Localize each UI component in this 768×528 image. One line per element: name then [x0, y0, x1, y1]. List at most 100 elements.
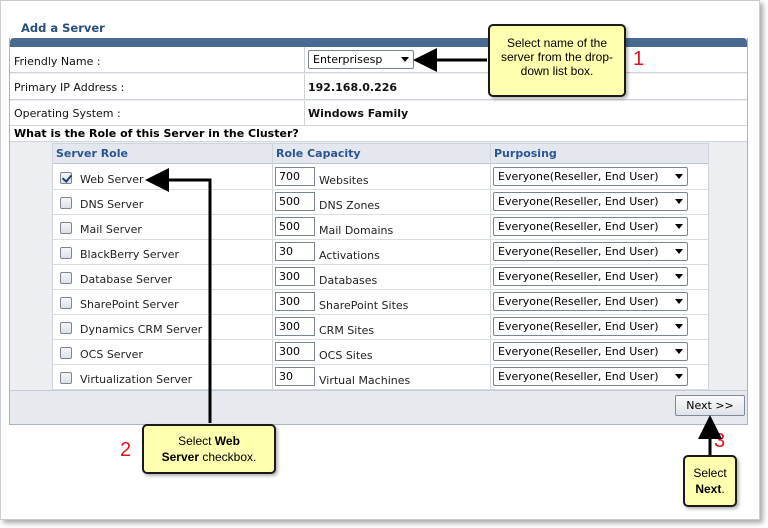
purposing-cell: Everyone(Reseller, End User)	[491, 215, 708, 240]
capacity-input[interactable]	[275, 292, 315, 311]
role-checkbox[interactable]	[60, 372, 72, 384]
role-cell: OCS Server	[53, 340, 272, 365]
arrow-to-web-server-checkbox	[145, 168, 212, 423]
row-divider	[304, 47, 305, 72]
chevron-down-icon	[675, 199, 683, 204]
capacity-input[interactable]	[275, 317, 315, 336]
friendly-name-value: Enterprisesp	[313, 53, 383, 66]
primary-ip-value: 192.168.0.226	[308, 81, 398, 94]
header-role-capacity: Role Capacity	[273, 144, 491, 164]
purposing-value: Everyone(Reseller, End User)	[498, 345, 659, 358]
row-divider	[304, 74, 305, 99]
chevron-down-icon	[675, 349, 683, 354]
purposing-dropdown[interactable]: Everyone(Reseller, End User)	[493, 267, 688, 286]
role-name: Dynamics CRM Server	[80, 323, 203, 336]
step-number-3: 3	[714, 430, 726, 452]
role-name: Virtualization Server	[80, 373, 193, 386]
capacity-cell: Activations	[273, 240, 490, 265]
purposing-cell: Everyone(Reseller, End User)	[491, 290, 708, 315]
callout-3-text-bold: Next	[695, 482, 722, 496]
purposing-dropdown[interactable]: Everyone(Reseller, End User)	[493, 242, 688, 261]
callout-2-text-pre: Select	[178, 434, 215, 448]
role-cell: SharePoint Server	[53, 290, 272, 315]
purposing-value: Everyone(Reseller, End User)	[498, 195, 659, 208]
header-server-role: Server Role	[53, 144, 273, 164]
capacity-input[interactable]	[275, 167, 315, 186]
role-cell: Dynamics CRM Server	[53, 315, 272, 340]
capacity-input[interactable]	[275, 367, 315, 386]
table-row: Mail ServerMail Domains Everyone(Reseller…	[53, 215, 708, 240]
capacity-input[interactable]	[275, 342, 315, 361]
capacity-unit: Virtual Machines	[319, 374, 411, 387]
role-name: Web Server	[80, 173, 144, 186]
capacity-cell: CRM Sites	[273, 315, 490, 340]
purposing-value: Everyone(Reseller, End User)	[498, 370, 659, 383]
friendly-name-label: Friendly Name :	[14, 55, 101, 68]
capacity-input[interactable]	[275, 192, 315, 211]
purposing-dropdown[interactable]: Everyone(Reseller, End User)	[493, 217, 688, 236]
purposing-dropdown[interactable]: Everyone(Reseller, End User)	[493, 317, 688, 336]
purposing-value: Everyone(Reseller, End User)	[498, 245, 659, 258]
table-row: Web ServerWebsitesEveryone(Reseller, End…	[53, 165, 708, 190]
step-number-2: 2	[120, 439, 132, 461]
capacity-cell: Databases	[273, 265, 490, 290]
capacity-input[interactable]	[275, 217, 315, 236]
role-checkbox[interactable]	[60, 172, 72, 184]
role-checkbox[interactable]	[60, 247, 72, 259]
purposing-dropdown[interactable]: Everyone(Reseller, End User)	[493, 192, 688, 211]
operating-system-value: Windows Family	[308, 107, 409, 120]
role-checkbox[interactable]	[60, 347, 72, 359]
capacity-input[interactable]	[275, 267, 315, 286]
chevron-down-icon	[675, 174, 683, 179]
chevron-down-icon	[675, 324, 683, 329]
chevron-down-icon	[675, 249, 683, 254]
purposing-value: Everyone(Reseller, End User)	[498, 170, 659, 183]
capacity-cell: Mail Domains	[273, 215, 490, 240]
table-row: Dynamics CRM Server CRM Sites Everyone(Res…	[53, 315, 708, 340]
next-button[interactable]: Next >>	[675, 395, 745, 416]
capacity-unit: DNS Zones	[319, 199, 380, 212]
role-checkbox[interactable]	[60, 297, 72, 309]
role-cell: Mail Server	[53, 215, 272, 240]
capacity-cell: OCS Sites	[273, 340, 490, 365]
table-row: OCS ServerOCS Sites Everyone(Reseller, En…	[53, 340, 708, 365]
capacity-unit: Activations	[319, 249, 380, 262]
chevron-down-icon	[675, 274, 683, 279]
role-checkbox[interactable]	[60, 272, 72, 284]
callout-3-text-pre: Select	[693, 466, 727, 480]
header-purposing: Purposing	[491, 144, 708, 164]
chevron-down-icon	[675, 299, 683, 304]
operating-system-label: Operating System :	[14, 107, 121, 120]
purposing-value: Everyone(Reseller, End User)	[498, 270, 659, 283]
capacity-input[interactable]	[275, 242, 315, 261]
friendly-name-dropdown[interactable]: Enterprisesp	[308, 50, 414, 69]
purposing-cell: Everyone(Reseller, End User)	[491, 340, 708, 365]
role-checkbox[interactable]	[60, 197, 72, 209]
purposing-dropdown[interactable]: Everyone(Reseller, End User)	[493, 342, 688, 361]
role-cell: Virtualization Server	[53, 365, 272, 390]
role-name: SharePoint Server	[80, 298, 179, 311]
purposing-dropdown[interactable]: Everyone(Reseller, End User)	[493, 367, 688, 386]
capacity-unit: SharePoint Sites	[319, 299, 409, 312]
purposing-dropdown[interactable]: Everyone(Reseller, End User)	[493, 292, 688, 311]
step-number-1: 1	[633, 48, 645, 70]
primary-ip-label: Primary IP Address :	[14, 81, 125, 94]
role-cell: Database Server	[53, 265, 272, 290]
purposing-value: Everyone(Reseller, End User)	[498, 220, 659, 233]
table-row: BlackBerry ServerActivationsEveryone(Res…	[53, 240, 708, 265]
purposing-value: Everyone(Reseller, End User)	[498, 320, 659, 333]
role-checkbox[interactable]	[60, 322, 72, 334]
purposing-cell: Everyone(Reseller, End User)	[491, 240, 708, 265]
callout-3-text-post: .	[721, 482, 725, 496]
role-checkbox[interactable]	[60, 222, 72, 234]
callout-step-1: Select name of the server from the drop-…	[488, 24, 626, 97]
purposing-cell: Everyone(Reseller, End User)	[491, 265, 708, 290]
table-row: SharePoint Server SharePoint Sites Everyon…	[53, 290, 708, 315]
operating-system-row: Operating System : Windows Family	[10, 101, 747, 126]
purposing-cell: Everyone(Reseller, End User)	[491, 315, 708, 340]
purposing-cell: Everyone(Reseller, End User)	[491, 365, 708, 390]
purposing-dropdown[interactable]: Everyone(Reseller, End User)	[493, 167, 688, 186]
